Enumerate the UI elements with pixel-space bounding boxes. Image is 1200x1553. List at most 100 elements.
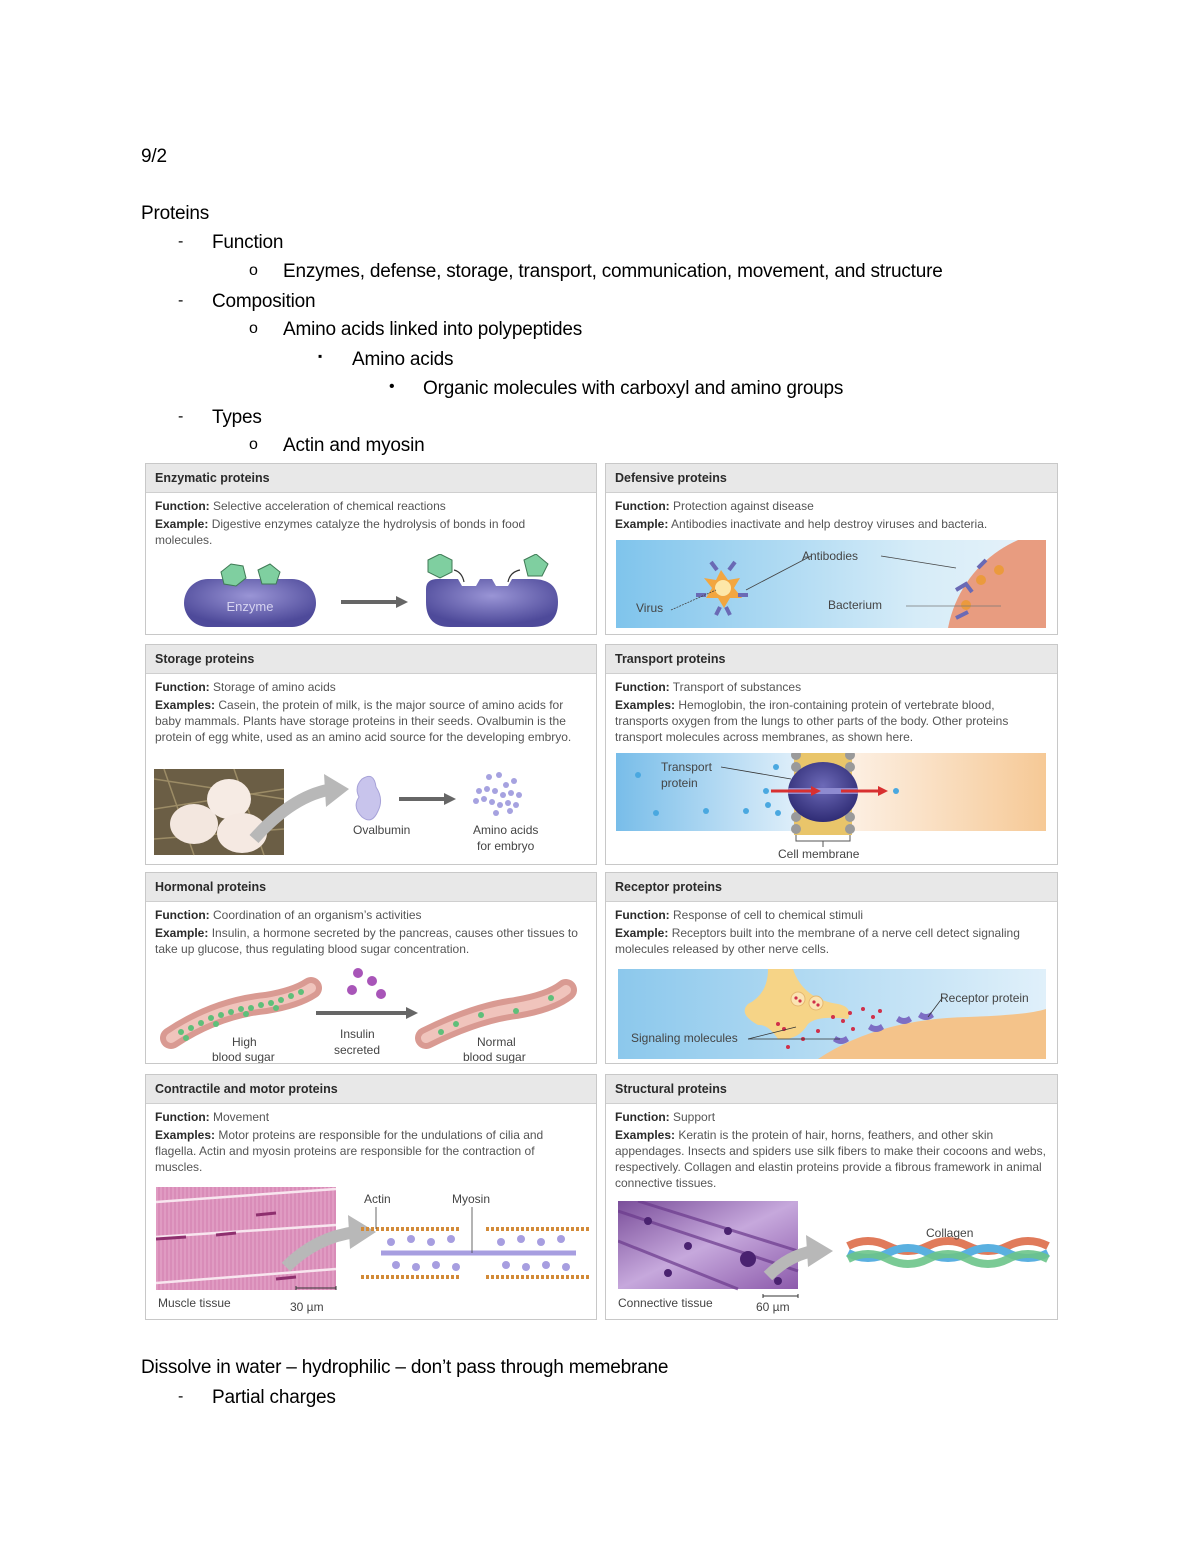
panel-transport: Transport proteins Function: Transport o…: [605, 644, 1058, 865]
function-text: Movement: [213, 1110, 270, 1124]
example-text: Casein, the protein of milk, is the majo…: [155, 698, 572, 744]
function-text: Storage of amino acids: [213, 680, 336, 694]
list-item: Types: [212, 407, 262, 428]
high-label: High: [232, 1035, 257, 1049]
panel-enzymatic: Enzymatic proteins Function: Selective a…: [145, 463, 597, 635]
example-label: Example:: [615, 926, 669, 940]
panel-title: Enzymatic proteins: [146, 464, 596, 493]
normal-blood-sugar-label: blood sugar: [463, 1050, 526, 1064]
list-item: Partial charges: [212, 1387, 336, 1408]
function-label: Function:: [155, 1110, 210, 1124]
insulin-diagram: [160, 968, 577, 1049]
scale-bar-label: 30 µm: [290, 1300, 324, 1314]
ovalbumin-diagram: [154, 769, 522, 856]
receptor-protein-label: Receptor protein: [940, 991, 1029, 1005]
function-text: Transport of substances: [672, 680, 802, 694]
example-text: Motor proteins are responsible for the u…: [155, 1128, 544, 1174]
panel-title: Receptor proteins: [606, 873, 1057, 902]
actin-myosin-diagram: [156, 1187, 591, 1290]
panel-receptor: Receptor proteins Function: Response of …: [605, 872, 1058, 1064]
panel-title: Storage proteins: [146, 645, 596, 674]
square-marker: ▪: [318, 349, 323, 363]
antibody-diagram: [616, 540, 1046, 628]
example-label: Examples:: [615, 698, 676, 712]
function-text: Support: [673, 1110, 716, 1124]
example-text: Keratin is the protein of hair, horns, f…: [615, 1128, 1046, 1190]
example-text: Digestive enzymes catalyze the hydrolysi…: [155, 517, 526, 547]
panel-defensive: Defensive proteins Function: Protection …: [605, 463, 1058, 635]
list-item: Actin and myosin: [283, 435, 425, 456]
muscle-tissue-label: Muscle tissue: [158, 1296, 231, 1310]
function-text: Protection against disease: [673, 499, 814, 513]
collagen-label: Collagen: [926, 1226, 974, 1240]
hydrophilic-note: Dissolve in water – hydrophilic – don’t …: [141, 1357, 669, 1378]
dash-marker: -: [178, 233, 184, 250]
panel-title: Structural proteins: [606, 1075, 1057, 1104]
panel-contractile: Contractile and motor proteins Function:…: [145, 1074, 597, 1320]
example-label: Examples:: [155, 698, 216, 712]
example-text: Hemoglobin, the iron-containing protein …: [615, 698, 1009, 744]
date-label: 9/2: [141, 146, 167, 167]
dash-marker: -: [178, 292, 184, 309]
example-text: Insulin, a hormone secreted by the pancr…: [155, 926, 578, 956]
function-label: Function:: [615, 499, 670, 513]
enzyme-diagram: Enzyme: [184, 554, 558, 627]
function-label: Function:: [615, 1110, 670, 1124]
panel-title: Contractile and motor proteins: [146, 1075, 596, 1104]
example-label: Examples:: [615, 1128, 676, 1142]
function-label: Function:: [615, 680, 670, 694]
list-item: Amino acids: [352, 349, 454, 370]
transport-protein-label-1: Transport: [661, 760, 712, 774]
connective-tissue-label: Connective tissue: [618, 1296, 713, 1310]
panel-structural: Structural proteins Function: Support Ex…: [605, 1074, 1058, 1320]
panel-title: Hormonal proteins: [146, 873, 596, 902]
normal-label: Normal: [477, 1035, 516, 1049]
list-item: Organic molecules with carboxyl and amin…: [423, 378, 844, 399]
list-item: Enzymes, defense, storage, transport, co…: [283, 261, 943, 282]
dash-marker: -: [178, 1388, 184, 1405]
virus-label: Virus: [636, 601, 664, 615]
actin-label: Actin: [364, 1192, 391, 1206]
antibodies-label: Antibodies: [802, 549, 859, 563]
function-label: Function:: [155, 908, 210, 922]
function-text: Selective acceleration of chemical react…: [213, 499, 446, 513]
cell-membrane-label: Cell membrane: [778, 847, 860, 861]
panel-title: Transport proteins: [606, 645, 1057, 674]
function-label: Function:: [615, 908, 670, 922]
insulin-label: Insulin: [340, 1027, 375, 1041]
high-blood-sugar-label: blood sugar: [212, 1050, 275, 1064]
circle-marker: o: [249, 436, 258, 453]
function-text: Coordination of an organism’s activities: [213, 908, 422, 922]
myosin-label: Myosin: [452, 1192, 491, 1206]
circle-marker: o: [249, 320, 258, 337]
list-item: Amino acids linked into polypeptides: [283, 319, 583, 340]
list-item: Function: [212, 232, 284, 253]
example-label: Example:: [155, 517, 209, 531]
section-heading: Proteins: [141, 203, 210, 224]
example-label: Examples:: [155, 1128, 216, 1142]
panel-hormonal: Hormonal proteins Function: Coordination…: [145, 872, 597, 1064]
circle-marker: o: [249, 262, 258, 279]
transport-diagram: [616, 753, 1046, 847]
example-label: Example:: [155, 926, 209, 940]
example-text: Receptors built into the membrane of a n…: [615, 926, 1020, 956]
collagen-diagram: [618, 1201, 1050, 1298]
function-text: Response of cell to chemical stimuli: [673, 908, 864, 922]
for-embryo-label: for embryo: [477, 839, 535, 853]
list-item: Composition: [212, 291, 316, 312]
function-label: Function:: [155, 499, 210, 513]
bullet-marker: •: [389, 378, 395, 395]
signaling-molecules-label: Signaling molecules: [631, 1031, 738, 1045]
enzyme-label: Enzyme: [227, 599, 274, 614]
scale-bar-label: 60 µm: [756, 1300, 790, 1314]
example-label: Example:: [615, 517, 669, 531]
transport-protein-label-2: protein: [661, 776, 698, 790]
secreted-label: secreted: [334, 1043, 381, 1057]
panel-title: Defensive proteins: [606, 464, 1057, 493]
dash-marker: -: [178, 408, 184, 425]
function-label: Function:: [155, 680, 210, 694]
receptor-diagram: [618, 969, 1046, 1059]
ovalbumin-label: Ovalbumin: [353, 823, 411, 837]
amino-acids-label: Amino acids: [473, 823, 539, 837]
protein-types-figure: Enzymatic proteins Function: Selective a…: [145, 463, 1058, 1321]
